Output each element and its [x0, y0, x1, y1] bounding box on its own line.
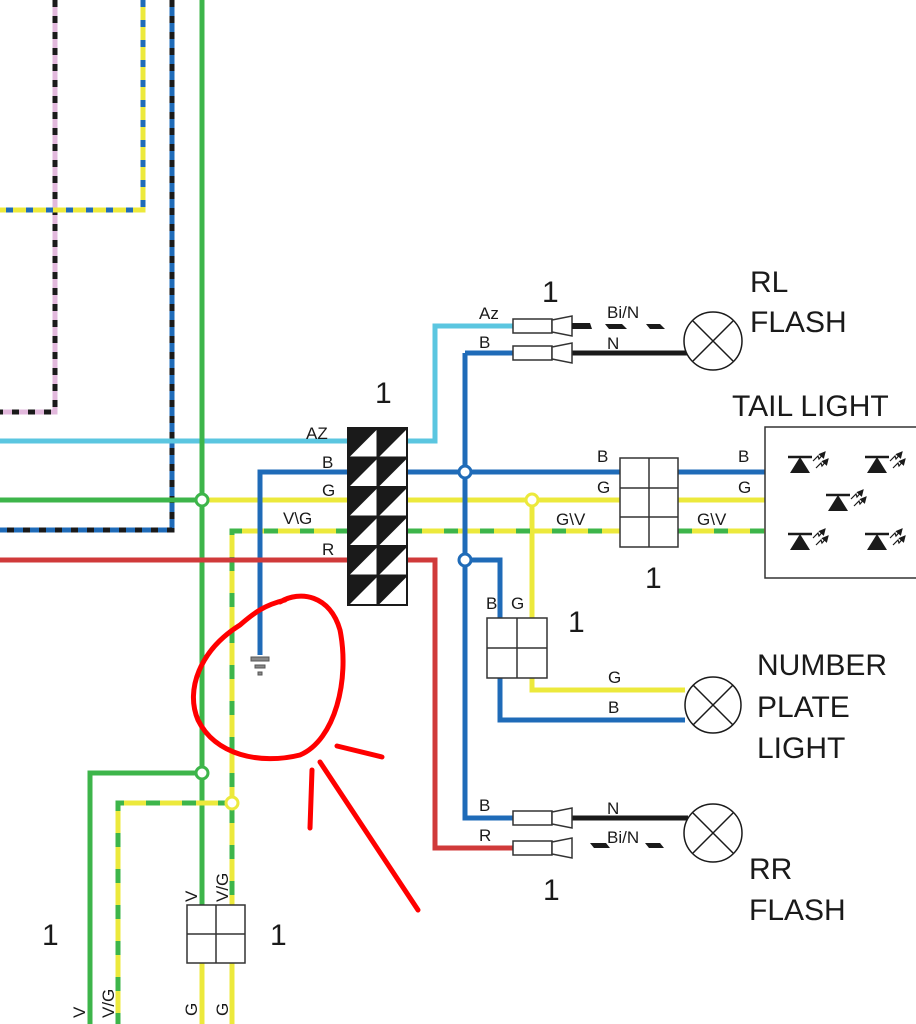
label-np-wire-g: G: [608, 668, 621, 687]
label-rl-b: B: [479, 333, 490, 352]
left-number: 1: [42, 919, 59, 952]
label-rr-bin: Bi/N: [607, 828, 639, 847]
block-cell-triangle: [350, 459, 377, 486]
label-rl-az: Az: [479, 304, 499, 323]
label-az: AZ: [306, 424, 328, 443]
label-bot-g2: G: [213, 1003, 232, 1016]
wire-r: [0, 557, 515, 851]
wire-az: [0, 323, 515, 444]
block-cell-triangle: [350, 489, 377, 516]
block-number: 1: [375, 377, 392, 410]
label-tail-gv-out: G\V: [697, 510, 727, 529]
led-icon: [865, 451, 906, 473]
junction: [457, 552, 473, 568]
junction: [224, 795, 240, 811]
block-cell-triangle: [350, 430, 377, 457]
label-tail-b-in: B: [597, 447, 608, 466]
block-cell-triangle: [350, 577, 377, 604]
label-vg: V\G: [283, 509, 312, 528]
np-conn-number: 1: [568, 606, 585, 639]
block-cell-triangle: [379, 577, 406, 604]
label-rr-r: R: [479, 826, 491, 845]
led-icon: [788, 528, 829, 550]
label-bot-v: V: [182, 890, 201, 902]
red-annotation: [190, 593, 421, 913]
label-tail-gv-in: G\V: [556, 510, 586, 529]
rl-flash-lamp-icon: [683, 311, 743, 371]
ground-icon: [250, 656, 270, 676]
led-icon: [788, 451, 829, 473]
np-title-3: LIGHT: [757, 732, 845, 765]
rl-title-2: FLASH: [750, 306, 847, 339]
rl-conn-number: 1: [542, 276, 559, 309]
label-g: G: [322, 481, 335, 500]
junction: [194, 492, 210, 508]
label-r: R: [322, 540, 334, 559]
block-cell-triangle: [379, 459, 406, 486]
label-left-vg: V/G: [99, 989, 118, 1018]
bullet-connectors: [512, 315, 573, 859]
block-cell-triangle: [379, 518, 406, 545]
bottom-connector: [186, 904, 246, 964]
main-connector-block: [347, 427, 408, 606]
junction: [524, 492, 540, 508]
wire-pink-black: [0, 0, 58, 415]
number-plate-connector: [486, 617, 548, 679]
rr-conn-number: 1: [543, 874, 560, 907]
block-cell-triangle: [350, 548, 377, 575]
led-icon: [826, 489, 867, 511]
label-np-wire-b: B: [608, 698, 619, 717]
rr-title-1: RR: [749, 853, 792, 886]
block-cell-triangle: [379, 548, 406, 575]
tail-conn-number: 1: [645, 562, 662, 595]
label-rr-b: B: [479, 796, 490, 815]
wire-n: [572, 350, 688, 821]
block-cell-triangle: [379, 430, 406, 457]
rr-flash-lamp-icon: [683, 803, 743, 863]
junction: [194, 765, 210, 781]
label-tail-g-in: G: [597, 478, 610, 497]
label-np-g: G: [511, 594, 524, 613]
label-rr-n: N: [607, 799, 619, 818]
rl-title-1: RL: [750, 266, 788, 299]
wire-b: [257, 350, 765, 821]
bot-conn-number: 1: [270, 919, 287, 952]
number-plate-lamp-icon: [684, 676, 742, 734]
label-np-b: B: [486, 594, 497, 613]
label-tail-b-out: B: [738, 447, 749, 466]
label-bot-g1: G: [182, 1003, 201, 1016]
label-b: B: [322, 453, 333, 472]
wire-yellow-blue: [0, 0, 146, 213]
wire-blue-black: [0, 0, 175, 533]
rr-title-2: FLASH: [749, 894, 846, 927]
led-icon: [865, 528, 906, 550]
label-left-v: V: [70, 1006, 89, 1018]
wire-g: [199, 497, 765, 1024]
np-title-2: PLATE: [757, 691, 850, 724]
np-title-1: NUMBER: [757, 649, 887, 682]
junction: [457, 464, 473, 480]
label-bot-vg: V/G: [213, 873, 232, 902]
tail-connector: [619, 457, 679, 548]
label-rl-n: N: [607, 334, 619, 353]
block-cell-triangle: [379, 489, 406, 516]
block-cell-triangle: [350, 518, 377, 545]
tail-title: TAIL LIGHT: [732, 390, 889, 423]
wire-green-v: [0, 0, 205, 1024]
label-rl-bin: Bi/N: [607, 303, 639, 322]
label-tail-g-out: G: [738, 478, 751, 497]
